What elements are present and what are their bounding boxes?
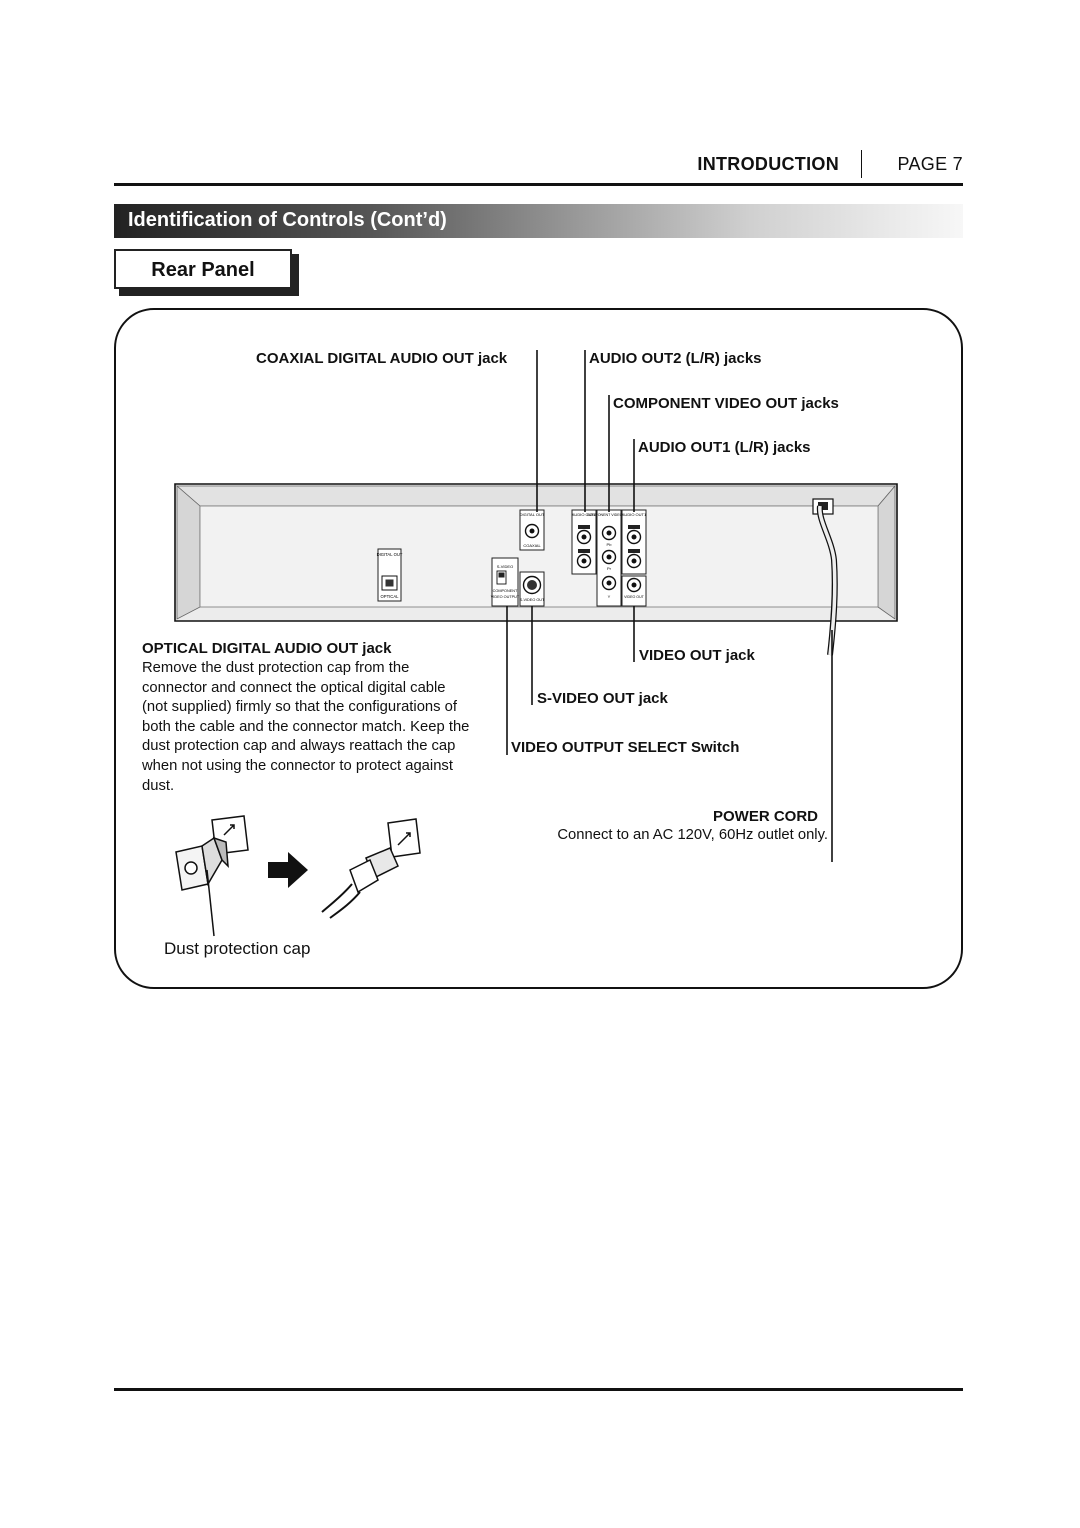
subsection-title: Rear Panel (151, 259, 255, 281)
panel-label-component: COMPONENT (493, 589, 518, 593)
subsection-box: Rear Panel (114, 249, 292, 289)
section-banner: Identification of Controls (Cont’d) (114, 204, 963, 238)
audio-out1-jacks: AUDIO OUT1 (621, 509, 647, 575)
optical-cable-illustration (321, 818, 421, 919)
panel-label-pr: Pr (607, 566, 612, 571)
section-title: INTRODUCTION (697, 154, 839, 174)
optical-description: Remove the dust protection cap from the … (142, 660, 470, 794)
top-rule (114, 183, 963, 186)
panel-label-y: Y (608, 594, 611, 599)
callout-component: COMPONENT VIDEO OUT jacks (613, 395, 839, 412)
panel-label-audio-out2: AUDIO OUT2 (572, 512, 597, 517)
dust-cap-illustration (175, 815, 249, 937)
callout-svideo-out: S-VIDEO OUT jack (537, 690, 668, 707)
panel-label-component-video-out: COMPONENT VIDEO OUT (587, 513, 632, 517)
panel-label-digital-out: DIGITAL OUT (377, 552, 403, 557)
panel-label-pb: Pb (607, 542, 613, 547)
callout-video-out: VIDEO OUT jack (639, 647, 755, 664)
page-header: INTRODUCTION PAGE 7 (115, 150, 963, 180)
coaxial-jack: DIGITAL OUT COAXIAL (519, 509, 545, 551)
rear-panel-unit (174, 483, 898, 622)
optical-jack: DIGITAL OUT OPTICAL (377, 548, 403, 602)
dust-cap-label: Dust protection cap (164, 939, 311, 958)
panel-label-s-video-out: S-VIDEO OUT (520, 598, 545, 602)
panel-label-audio-out1: AUDIO OUT1 (622, 512, 647, 517)
power-note: Connect to an AC 120V, 60Hz outlet only. (557, 827, 828, 843)
panel-label-optical: OPTICAL (381, 594, 400, 599)
callout-audio-out2: AUDIO OUT2 (L/R) jacks (589, 350, 762, 367)
callout-optical: OPTICAL DIGITAL AUDIO OUT jack (142, 640, 392, 657)
panel-label-s-video: S-VIDEO (497, 564, 513, 569)
audio-out2-jacks: AUDIO OUT2 (571, 509, 597, 575)
power-cord (812, 498, 838, 656)
callout-power-cord: POWER CORD (713, 808, 818, 825)
panel-label-video-output: VIDEO OUTPUT (491, 595, 520, 599)
video-out-jack: VIDEO OUT (621, 575, 647, 607)
video-select-block: S-VIDEO COMPONENT VIDEO OUTPUT S-VIDEO O… (491, 557, 545, 607)
page-number: PAGE 7 (897, 154, 963, 174)
leader-lines (506, 350, 833, 862)
panel-label-digital-out-coax: DIGITAL OUT (520, 512, 545, 517)
arrow-icon (268, 852, 308, 888)
callout-coaxial: COAXIAL DIGITAL AUDIO OUT jack (256, 350, 508, 367)
component-video-jacks: COMPONENT VIDEO OUT Pb Pr Y (587, 509, 632, 607)
illustration-frame (114, 308, 963, 989)
bottom-rule (114, 1388, 963, 1391)
banner-title: Identification of Controls (Cont’d) (128, 209, 447, 231)
panel-label-video-out: VIDEO OUT (624, 595, 645, 599)
header-separator (860, 150, 862, 178)
callout-video-select: VIDEO OUTPUT SELECT Switch (511, 739, 740, 756)
panel-label-coaxial: COAXIAL (523, 543, 541, 548)
callout-audio-out1: AUDIO OUT1 (L/R) jacks (638, 439, 811, 456)
